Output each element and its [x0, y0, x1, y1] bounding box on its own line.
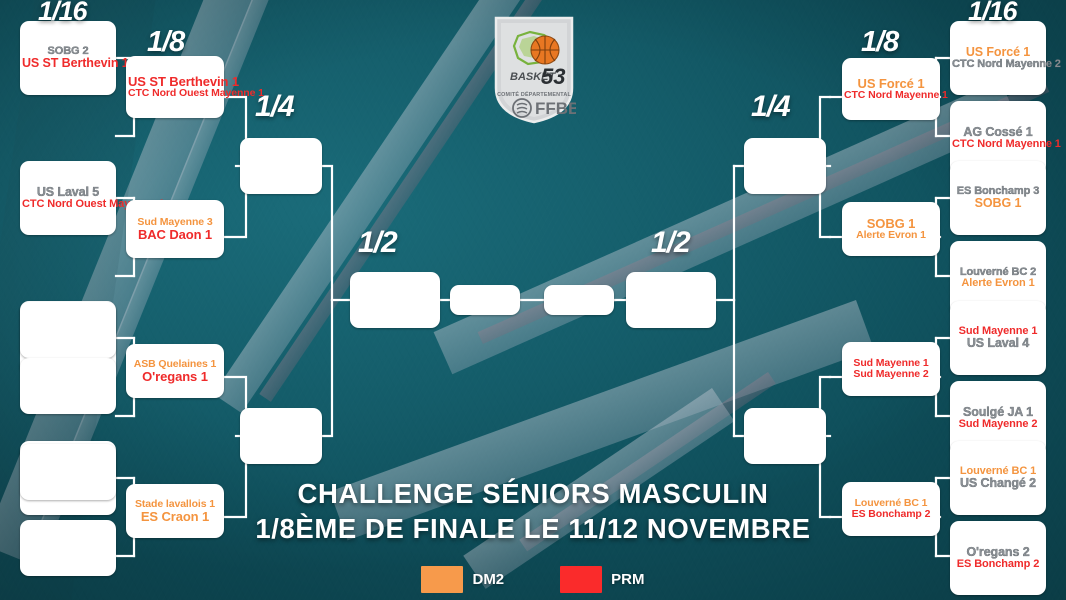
match-box-right-16-5[interactable]: Sud Mayenne 1 US Laval 4	[950, 301, 1046, 375]
team-name: CTC Nord Ouest Mayenne 1	[128, 87, 264, 100]
match-box-left-8-2[interactable]: Sud Mayenne 3 BAC Daon 1	[126, 200, 224, 258]
match-box-left-2-1[interactable]	[350, 272, 440, 328]
team-name: US ST Berthevin 1	[22, 56, 129, 71]
team-name: O'regans 2	[966, 545, 1030, 560]
match-box-right-16-7[interactable]: Louverné BC 1 US Changé 2	[950, 441, 1046, 515]
team-name: Sud Mayenne 2	[958, 417, 1038, 430]
legend: DM2 PRM	[0, 566, 1066, 593]
match-box-right-4-2[interactable]	[744, 408, 826, 464]
match-box-right-8-2[interactable]: SOBG 1 Alerte Evron 1	[842, 202, 940, 256]
match-box-left-16-2[interactable]: US Laval 5 CTC Nord Ouest Mayenne 1	[20, 161, 165, 235]
legend-swatch-dm2	[421, 566, 464, 593]
match-box-left-16-1[interactable]: SOBG 2 US ST Berthevin 1	[20, 21, 129, 95]
team-name: ES Bonchamp 2	[956, 557, 1040, 570]
team-name: Sud Mayenne 1	[958, 325, 1038, 338]
round-label-right-16: 1/16	[968, 0, 1018, 26]
page-subtitle: 1/8ÈME DE FINALE LE 11/12 NOVEMBRE	[255, 513, 811, 545]
team-name: CTC Nord Mayenne 2	[952, 57, 1061, 70]
team-name: CTC Nord Mayenne 1	[844, 89, 948, 102]
legend-label-prm: PRM	[611, 571, 645, 588]
legend-swatch-prm	[560, 566, 603, 593]
match-box-right-8-4[interactable]: Louverné BC 1 ES Bonchamp 2	[842, 482, 940, 536]
match-box-right-16-3[interactable]: ES Bonchamp 3 SOBG 1	[950, 161, 1046, 235]
match-box-right-2-1[interactable]	[626, 272, 716, 328]
match-box-right-8-3[interactable]: Sud Mayenne 1 Sud Mayenne 2	[842, 342, 940, 396]
match-box-left-16-8[interactable]	[20, 520, 116, 576]
legend-entry-prm: PRM	[560, 566, 645, 593]
team-name: O'regans 1	[142, 368, 208, 384]
team-name: AG Cossé 1	[963, 125, 1033, 140]
team-name: US Changé 2	[960, 476, 1036, 491]
match-box-left-16-6[interactable]	[20, 358, 116, 414]
team-name: SOBG 2	[47, 45, 89, 58]
logo-number: 53	[541, 64, 565, 89]
match-box-left-8-3[interactable]: ASB Quelaines 1 O'regans 1	[126, 344, 224, 398]
team-name: Sud Mayenne 2	[853, 368, 929, 380]
logo-federation: FFBB	[535, 99, 576, 118]
match-box-final-left[interactable]	[450, 285, 520, 315]
team-name: Alerte Evron 1	[961, 277, 1035, 289]
match-box-left-16-5[interactable]	[20, 302, 116, 358]
round-label-left-4: 1/4	[255, 90, 295, 123]
team-name: Sud Mayenne 1	[853, 357, 929, 370]
round-label-right-2: 1/2	[651, 226, 691, 259]
logo-subtitle: COMITÉ DÉPARTEMENTAL	[497, 90, 571, 98]
team-name: Soulgé JA 1	[963, 405, 1033, 420]
round-label-right-4: 1/4	[751, 90, 791, 123]
legend-entry-dm2: DM2	[421, 566, 504, 593]
match-box-right-16-8[interactable]: O'regans 2 ES Bonchamp 2	[950, 521, 1046, 595]
team-name: CTC Nord Mayenne 1	[952, 137, 1061, 150]
team-name: US Laval 4	[966, 336, 1030, 351]
team-name: CTC Nord Ouest Mayenne 1	[22, 197, 165, 210]
team-name: Stade lavallois 1	[134, 498, 215, 511]
legend-label-dm2: DM2	[472, 571, 505, 588]
team-name: US Forcé 1	[857, 76, 925, 92]
match-box-final-right[interactable]	[544, 285, 614, 315]
team-name: ASB Quelaines 1	[133, 358, 217, 371]
round-label-left-8: 1/8	[147, 26, 185, 58]
match-box-right-4-1[interactable]	[744, 138, 826, 194]
team-name: Louverné BC 1	[959, 465, 1037, 478]
page-title: CHALLENGE SÉNIORS MASCULIN	[297, 478, 769, 509]
team-name: Sud Mayenne 3	[137, 216, 213, 229]
round-label-right-8: 1/8	[861, 26, 899, 58]
match-box-right-8-1[interactable]: US Forcé 1 CTC Nord Mayenne 1	[842, 58, 948, 120]
round-label-left-2: 1/2	[358, 226, 398, 259]
match-box-right-16-1[interactable]: US Forcé 1 CTC Nord Mayenne 2	[950, 21, 1061, 95]
team-name: ES Bonchamp 2	[851, 508, 931, 520]
team-name: Louverné BC 1	[854, 497, 928, 510]
match-box-left-16-7[interactable]	[20, 444, 116, 500]
match-box-left-8-1[interactable]: US ST Berthevin 1 CTC Nord Ouest Mayenne…	[126, 56, 264, 118]
match-box-left-4-2[interactable]	[240, 408, 322, 464]
team-name: US ST Berthevin 1	[128, 74, 239, 90]
team-name: Alerte Evron 1	[856, 229, 926, 242]
match-box-left-8-4[interactable]: Stade lavallois 1 ES Craon 1	[126, 484, 224, 538]
poster-title: CHALLENGE SÉNIORS MASCULIN 1/8ÈME DE FIN…	[0, 476, 1066, 546]
basket-53-ffbb-logo: BASKET 53 COMITÉ DÉPARTEMENTAL FFBB	[492, 14, 580, 126]
team-name: ES Bonchamp 3	[956, 185, 1040, 198]
team-name: ES Craon 1	[140, 508, 210, 524]
match-box-left-4-1[interactable]	[240, 138, 322, 194]
logo-wordmark: BASKET	[510, 71, 557, 83]
team-name: Louverné BC 2	[959, 265, 1037, 278]
team-name: SOBG 1	[974, 196, 1022, 211]
team-name: US Forcé 1	[965, 45, 1031, 60]
round-label-left-16: 1/16	[38, 0, 88, 26]
team-name: BAC Daon 1	[137, 226, 213, 242]
team-name: SOBG 1	[866, 216, 916, 232]
team-name: US Laval 5	[36, 185, 100, 200]
